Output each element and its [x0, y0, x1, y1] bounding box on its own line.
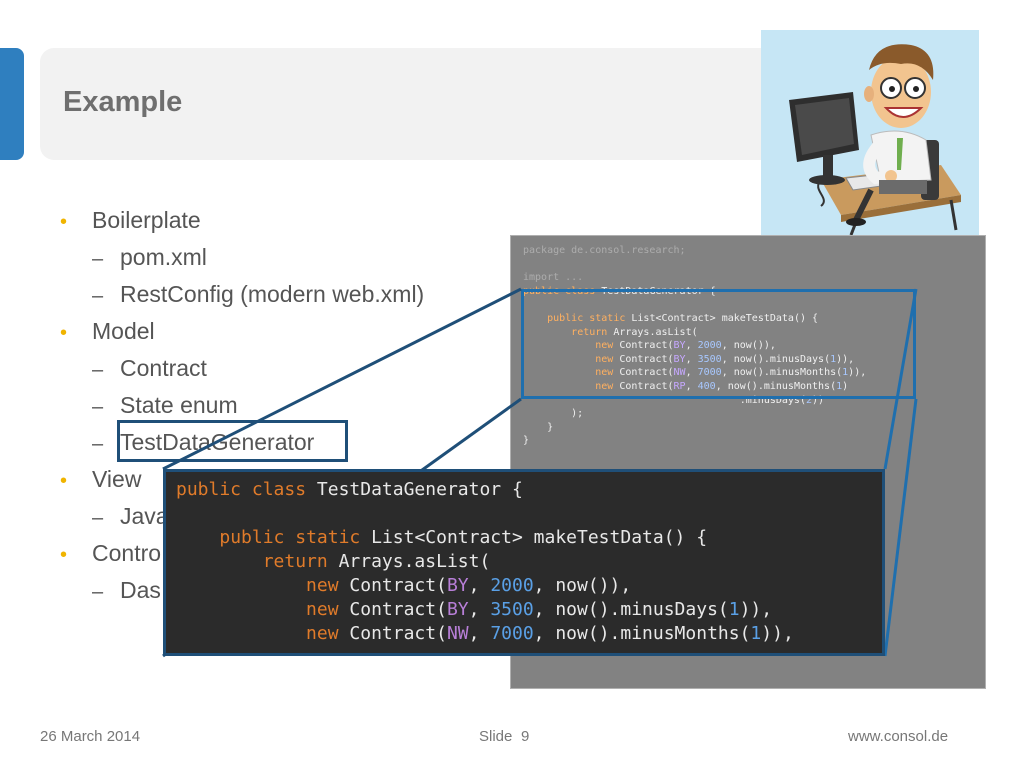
code-line: }	[523, 421, 554, 433]
code-line: public static List<Contract> makeTestDat…	[547, 312, 819, 324]
bullet-text: pom.xml	[120, 244, 207, 270]
sub-bullet-item: –State enum	[60, 389, 424, 426]
dash-mark: –	[92, 396, 104, 418]
bullet-item: • Contro	[60, 537, 424, 574]
package-line: package de.consol.research;	[523, 245, 686, 256]
footer-slide-number: 9	[521, 728, 530, 745]
code-line: new Contract(NW, 7000, now().minusMonths…	[306, 623, 794, 644]
bullet-item: • Model	[60, 315, 424, 352]
code-line: public static List<Contract> makeTestDat…	[219, 527, 708, 548]
footer-slide-label: Slide	[479, 728, 513, 745]
code-thumbnail-text: package de.consol.research; import ... p…	[511, 236, 985, 456]
bullet-mark: •	[60, 544, 68, 566]
sub-bullet-item: –Contract	[60, 352, 424, 389]
bullet-mark: •	[60, 470, 68, 492]
import-line: import ...	[523, 272, 584, 284]
code-line: new Contract(BY, 2000, now()),	[595, 340, 776, 352]
bullet-text: Contract	[120, 355, 207, 381]
code-line: new Contract(NW, 7000, now().minusMonths…	[595, 367, 867, 379]
developer-cartoon-illustration	[761, 30, 979, 240]
dash-mark: –	[92, 581, 104, 603]
title-band	[40, 48, 780, 160]
bullet-item: • View	[60, 463, 424, 500]
bullet-text: View	[92, 466, 142, 492]
bullet-text: Contro	[92, 540, 162, 566]
footer-url: www.consol.de	[848, 728, 949, 745]
code-line: new Contract(BY, 3500, now().minusDays(1…	[306, 599, 773, 620]
testdatagenerator-highlight	[117, 420, 348, 462]
dash-mark: –	[92, 285, 104, 307]
bullet-list: •Boilerplate –pom.xml –RestConfig (moder…	[60, 204, 424, 611]
dash-mark: –	[92, 359, 104, 381]
bullet-text: RestConfig (modern web.xml)	[120, 281, 425, 307]
zoom-source-rectangle	[521, 289, 916, 399]
code-line: .minusDays(2))	[523, 394, 825, 406]
bullet-text: Java	[120, 503, 169, 529]
bullet-text: Boilerplate	[92, 207, 201, 233]
slide-accent-bar	[0, 48, 24, 160]
code-line: public class TestDataGenerator {	[176, 479, 523, 500]
dash-mark: –	[92, 248, 104, 270]
code-zoom-panel: public class TestDataGenerator { public …	[163, 469, 885, 656]
bullet-mark: •	[60, 322, 68, 344]
sub-bullet-item: –Das	[60, 574, 424, 611]
bullet-text: State enum	[120, 392, 238, 418]
code-line: new Contract(RP, 400, now().minusMonths(…	[595, 380, 849, 392]
bullet-mark: •	[60, 211, 68, 233]
code-line: return Arrays.asList(	[571, 326, 698, 338]
developer-at-computer-icon	[789, 44, 961, 236]
code-line: new Contract(BY, 2000, now()),	[306, 575, 632, 596]
dash-mark: –	[92, 507, 104, 529]
code-line: new Contract(BY, 3500, now().minusDays(1…	[595, 353, 855, 365]
bullet-text: Model	[92, 318, 155, 344]
code-zoom-text: public class TestDataGenerator { public …	[166, 472, 882, 652]
code-line: }	[523, 435, 530, 447]
sub-bullet-item: –pom.xml	[60, 241, 424, 278]
footer-date: 26 March 2014	[40, 728, 141, 745]
dash-mark: –	[92, 433, 104, 455]
code-line: return Arrays.asList(	[262, 551, 491, 572]
bullet-item: • Boilerplate	[60, 204, 424, 241]
code-line: );	[523, 408, 584, 420]
bullet-text: Das	[120, 577, 161, 603]
sub-bullet-item: –Java	[60, 500, 424, 537]
slide-title: Example	[63, 86, 183, 118]
sub-bullet-item: –RestConfig (modern web.xml)	[60, 278, 424, 315]
